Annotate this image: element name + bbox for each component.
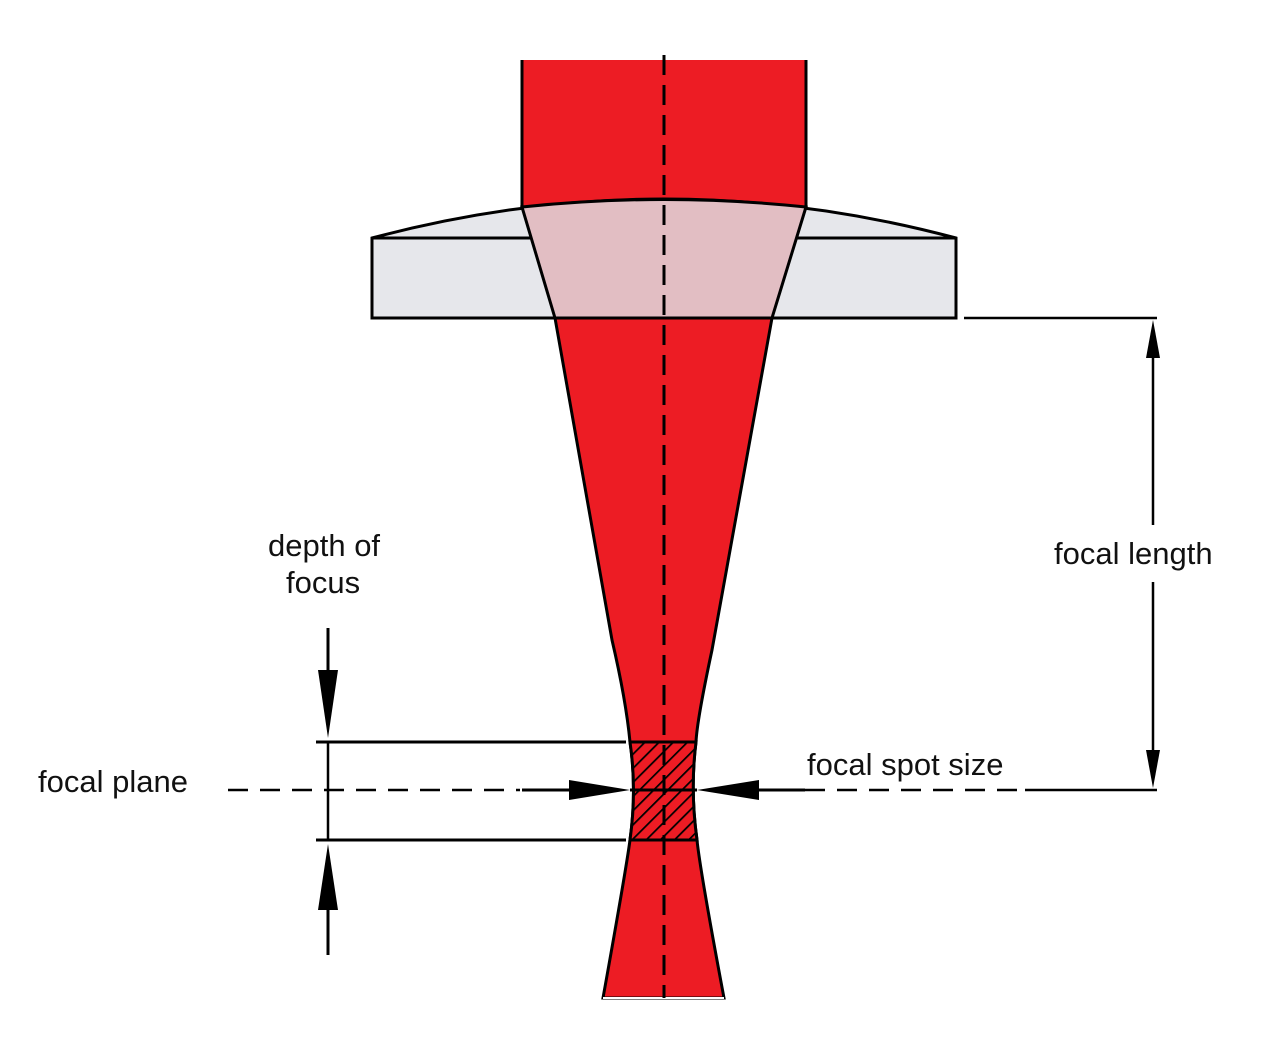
depth-of-focus-label-line2: focus <box>286 565 360 600</box>
focal-length-arrow-up-icon <box>1146 320 1160 525</box>
spot-arrow-right-icon <box>522 780 630 800</box>
focal-length-label: focal length <box>1054 536 1213 571</box>
beam-in-lens <box>520 198 808 320</box>
focal-plane-label: focal plane <box>38 764 188 799</box>
dof-arrow-up-icon <box>318 844 338 955</box>
spot-arrow-left-icon <box>697 780 805 800</box>
depth-of-focus-label-line1: depth of <box>268 528 380 563</box>
dof-arrow-down-icon <box>318 628 338 738</box>
focal-spot-size-label: focal spot size <box>807 747 1003 782</box>
focal-length-arrow-down-icon <box>1146 582 1160 788</box>
